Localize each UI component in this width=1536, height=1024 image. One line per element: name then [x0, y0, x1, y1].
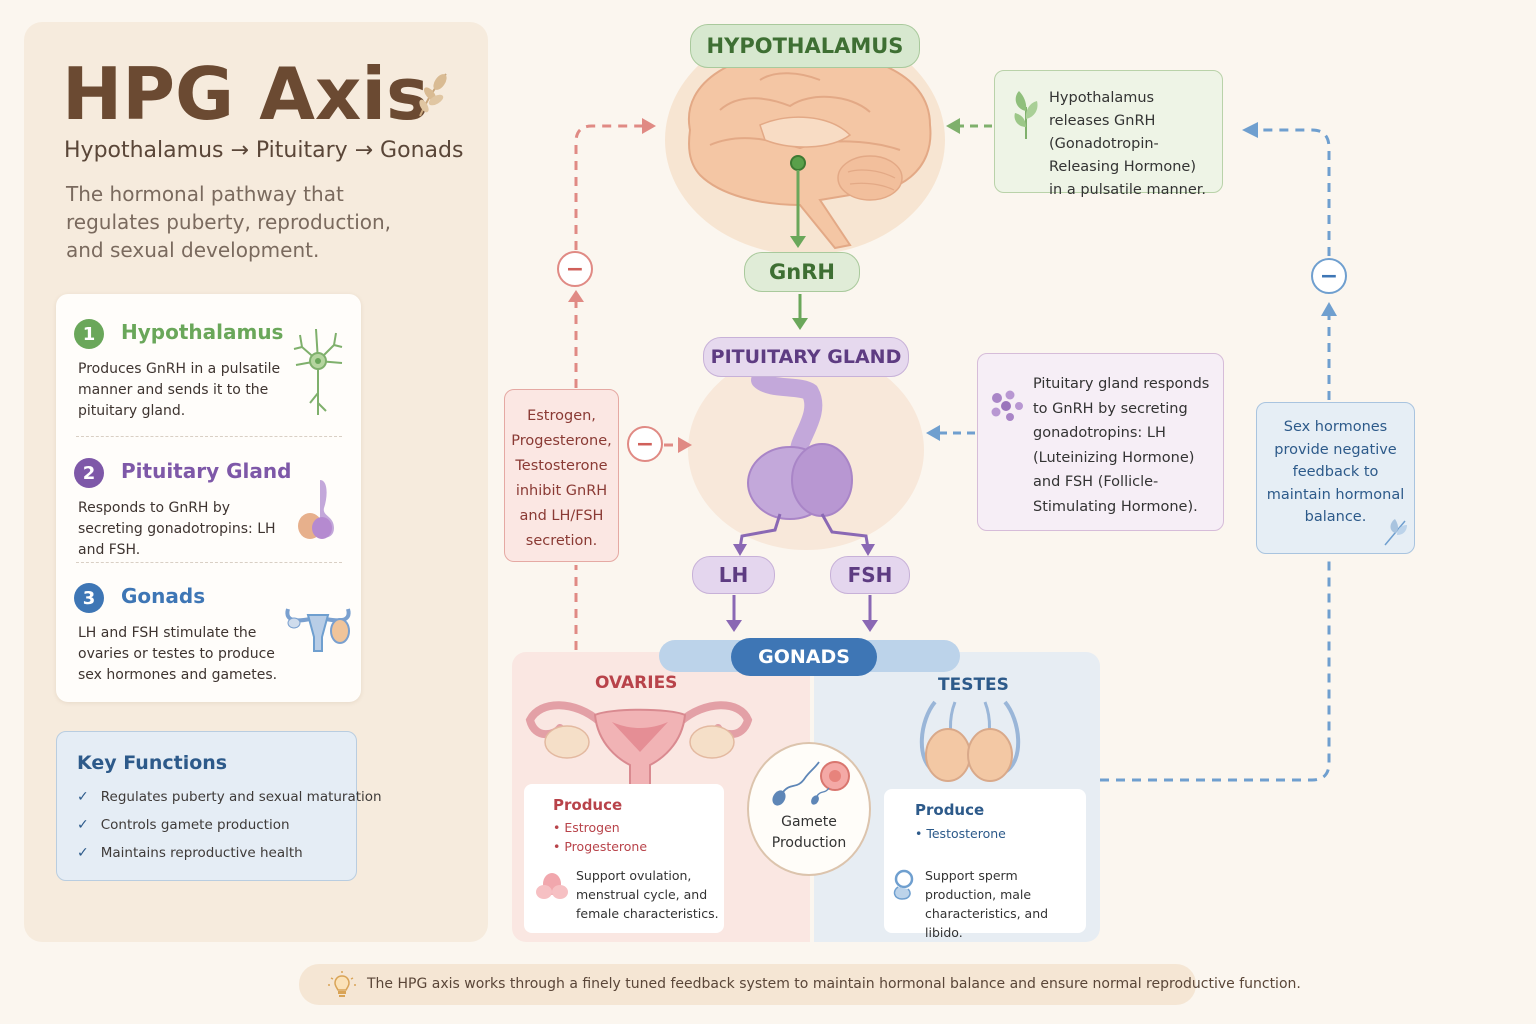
ovaries-description: Support ovulation, menstrual cycle, and …	[576, 868, 719, 921]
flower-icon	[536, 873, 568, 899]
key-functions-box: Key Functions ✓ Regulates puberty and sex…	[56, 731, 382, 881]
testes-description: Support sperm production, male character…	[925, 868, 1049, 940]
hormone-item: • Progesterone	[553, 839, 648, 854]
lightbulb-icon	[328, 971, 356, 997]
step-number: 2	[74, 458, 104, 488]
key-function-label: Controls gamete production	[100, 817, 290, 833]
footer-text: The HPG axis works through a finely tune…	[367, 976, 1301, 992]
page-description: The hormonal pathway that regulates pube…	[66, 182, 392, 262]
hormone-label: Progesterone	[564, 839, 648, 854]
pituitary-info-text: Pituitary gland responds to GnRH by secr…	[1033, 376, 1210, 515]
hormone-item: • Estrogen	[553, 820, 620, 835]
neuron-icon	[293, 328, 343, 415]
sprout-icon	[1014, 91, 1038, 139]
hypothalamus-label: HYPOTHALAMUS	[690, 24, 920, 68]
feedback-left-box: Estrogen, Progesterone, Testosterone inh…	[504, 389, 619, 562]
testes-produce-card: Produce • Testosterone Support sperm pro…	[884, 789, 1086, 940]
hypothalamus-point	[790, 155, 806, 171]
gnrh-label: GnRH	[744, 252, 860, 292]
step-title: Gonads	[121, 584, 206, 608]
leaf-icon	[412, 68, 452, 124]
lh-label: LH	[692, 556, 775, 594]
inhibition-icon: −	[627, 426, 663, 462]
produce-title: Produce	[553, 796, 623, 814]
brain-illustration	[687, 50, 932, 250]
footer-banner	[299, 964, 1196, 1005]
steps-card: 1 Hypothalamus Produces GnRH in a pulsat…	[56, 294, 361, 702]
fsh-label: FSH	[830, 556, 910, 594]
checkmark-icon: ✓	[77, 789, 89, 805]
key-function-label: Regulates puberty and sexual maturation	[100, 789, 382, 805]
hypothalamus-info-text: Hypothalamus releases GnRH (Gonadotropin…	[1049, 90, 1207, 198]
step-title: Hypothalamus	[121, 320, 284, 344]
page-subtitle: Hypothalamus → Pituitary → Gonads	[64, 138, 464, 163]
key-function-item: ✓ Controls gamete production	[77, 817, 290, 833]
page-title: HPG Axis	[62, 52, 429, 136]
step-number: 3	[74, 583, 104, 613]
reproductive-organs-icon	[285, 608, 351, 652]
hormone-item: • Testosterone	[915, 826, 1006, 841]
sperm-egg-icon	[772, 761, 850, 806]
pituitary-icon	[298, 480, 334, 539]
hormone-label: Testosterone	[926, 826, 1006, 841]
key-function-item: ✓ Maintains reproductive health	[77, 845, 303, 861]
key-function-item: ✓ Regulates puberty and sexual maturation	[77, 789, 382, 805]
gonads-label: GONADS	[731, 638, 877, 676]
pituitary-illustration	[747, 371, 853, 520]
step-text: Responds to GnRH by secreting gonadotrop…	[78, 500, 276, 558]
key-function-label: Maintains reproductive health	[100, 845, 303, 861]
inhibition-icon: −	[557, 251, 593, 287]
produce-title: Produce	[915, 801, 985, 819]
hypothalamus-info-box: Hypothalamus releases GnRH (Gonadotropin…	[994, 70, 1223, 198]
molecules-icon	[991, 390, 1023, 421]
male-symbol-icon	[893, 869, 914, 900]
feedback-right-text: Sex hormones provide negative feedback t…	[1266, 419, 1405, 525]
organ-illustrations	[525, 700, 1021, 786]
step-text: Produces GnRH in a pulsatile manner and …	[78, 361, 281, 419]
pituitary-info-box: Pituitary gland responds to GnRH by secr…	[977, 353, 1224, 531]
testes-title: TESTES	[938, 675, 1009, 695]
divider	[76, 436, 342, 437]
gamete-production-label: Gamete Production	[771, 814, 847, 851]
key-functions-title: Key Functions	[77, 752, 228, 774]
hormone-label: Estrogen	[564, 820, 620, 835]
checkmark-icon: ✓	[77, 817, 89, 833]
step-text: LH and FSH stimulate the ovaries or test…	[78, 625, 278, 683]
leaf-icon	[1384, 519, 1407, 546]
ovaries-title: OVARIES	[595, 673, 678, 693]
inhibition-icon: −	[1311, 258, 1347, 294]
pituitary-label: PITUITARY GLAND	[703, 337, 909, 377]
ovaries-produce-card: Produce • Estrogen • Progesterone Suppor…	[524, 784, 724, 933]
feedback-right-box: Sex hormones provide negative feedback t…	[1256, 402, 1415, 554]
checkmark-icon: ✓	[77, 845, 89, 861]
step-title: Pituitary Gland	[121, 459, 292, 483]
gamete-production-circle	[747, 742, 871, 876]
divider	[76, 562, 342, 563]
step-number: 1	[74, 319, 104, 349]
